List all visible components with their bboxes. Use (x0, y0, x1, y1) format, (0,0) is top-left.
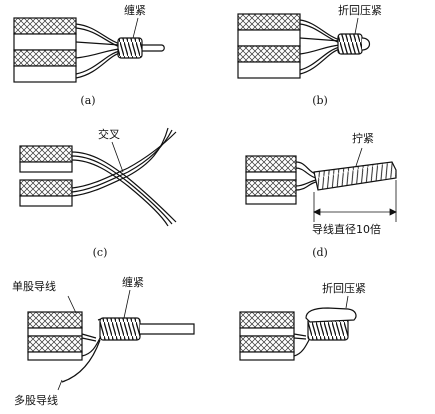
leader-line (57, 379, 63, 391)
panel-a: 缠紧 (a) (13, 3, 165, 107)
leader-line (111, 141, 124, 173)
label-tighten: 缠紧 (124, 3, 146, 17)
twisted-section (313, 161, 397, 191)
label-single-strand: 单股导线 (12, 279, 56, 293)
label-cross: 交叉 (98, 127, 120, 141)
cable-bundle (27, 311, 195, 383)
leader-line (67, 295, 77, 314)
leader-line (345, 295, 349, 309)
panel-d: 拧紧 导线直径10倍 (d) (245, 131, 397, 259)
label-multi-strand: 多股导线 (14, 393, 58, 407)
label-fold-press: 折回压紧 (322, 281, 366, 295)
cable-pair (19, 127, 177, 227)
caption-a: (a) (80, 94, 95, 107)
cable-bundle (237, 13, 371, 79)
panel-b: 折回压紧 (b) (237, 3, 382, 107)
label-fold-press: 折回压紧 (338, 3, 382, 17)
leader-line (355, 147, 363, 167)
label-twist: 拧紧 (352, 131, 374, 145)
cable-pair (245, 155, 397, 205)
panel-c: 交叉 (c) (19, 127, 177, 259)
cable-bundle (239, 307, 357, 361)
leader-line (354, 17, 359, 35)
caption-d: (d) (312, 246, 328, 259)
panel-f: 折回压紧 (239, 281, 366, 361)
caption-b: (b) (312, 94, 328, 107)
leader-line (123, 289, 131, 319)
caption-c: (c) (93, 246, 108, 259)
dimension-line (313, 180, 397, 222)
cable-bundle (13, 17, 165, 83)
panel-e: 单股导线 缠紧 多股导线 (12, 275, 195, 407)
label-tighten: 缠紧 (122, 275, 144, 289)
label-dimension: 导线直径10倍 (312, 222, 381, 236)
leader-line (132, 17, 139, 39)
